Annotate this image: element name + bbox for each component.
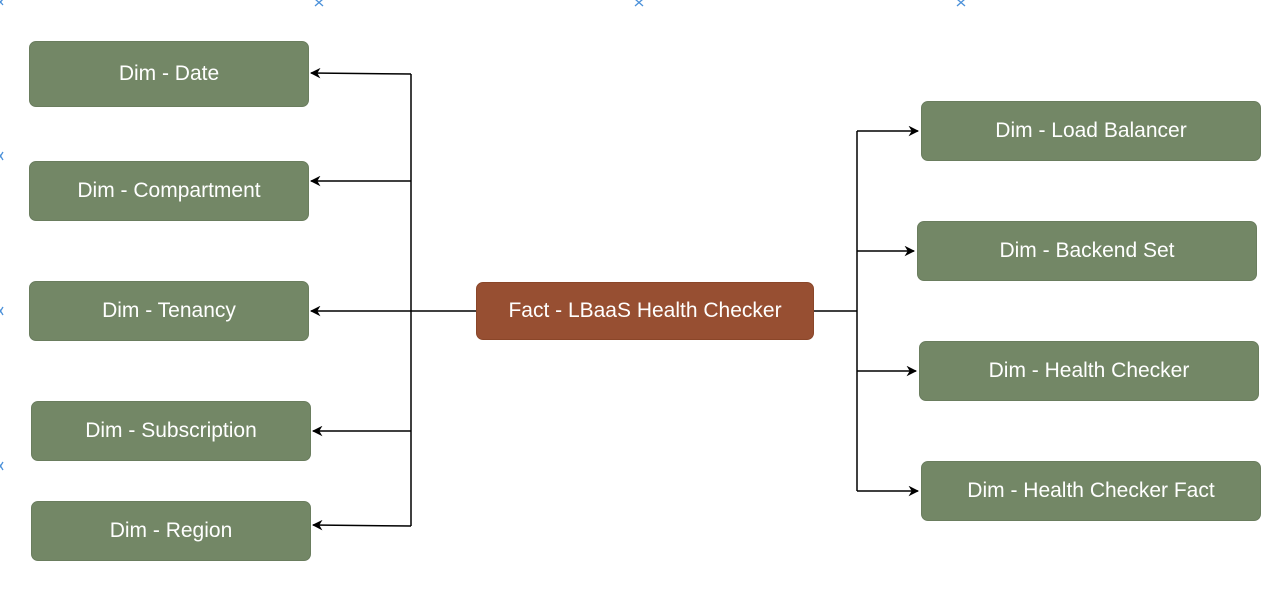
guide-marker-left-3 (0, 306, 4, 316)
node-fact-lbaas-health-checker[interactable]: Fact - LBaaS Health Checker (476, 282, 814, 340)
node-dim-tenancy[interactable]: Dim - Tenancy (29, 281, 309, 341)
node-dim-date[interactable]: Dim - Date (29, 41, 309, 107)
guide-marker-top-3 (956, 0, 966, 7)
node-dim-backend-set[interactable]: Dim - Backend Set (917, 221, 1257, 281)
guide-marker-top-2 (634, 0, 644, 7)
guide-marker-left-4 (0, 461, 4, 471)
guide-marker-top-1 (314, 0, 324, 7)
guide-marker-left-2 (0, 151, 4, 161)
node-dim-subscription[interactable]: Dim - Subscription (31, 401, 311, 461)
edge-to-dim-region (311, 519, 412, 531)
edge-to-dim-date (309, 67, 412, 79)
guide-marker-left-1 (0, 0, 4, 6)
node-dim-health-checker[interactable]: Dim - Health Checker (919, 341, 1259, 401)
node-dim-health-checker-fact[interactable]: Dim - Health Checker Fact (921, 461, 1261, 521)
node-dim-compartment[interactable]: Dim - Compartment (29, 161, 309, 221)
node-dim-region[interactable]: Dim - Region (31, 501, 311, 561)
node-dim-load-balancer[interactable]: Dim - Load Balancer (921, 101, 1261, 161)
